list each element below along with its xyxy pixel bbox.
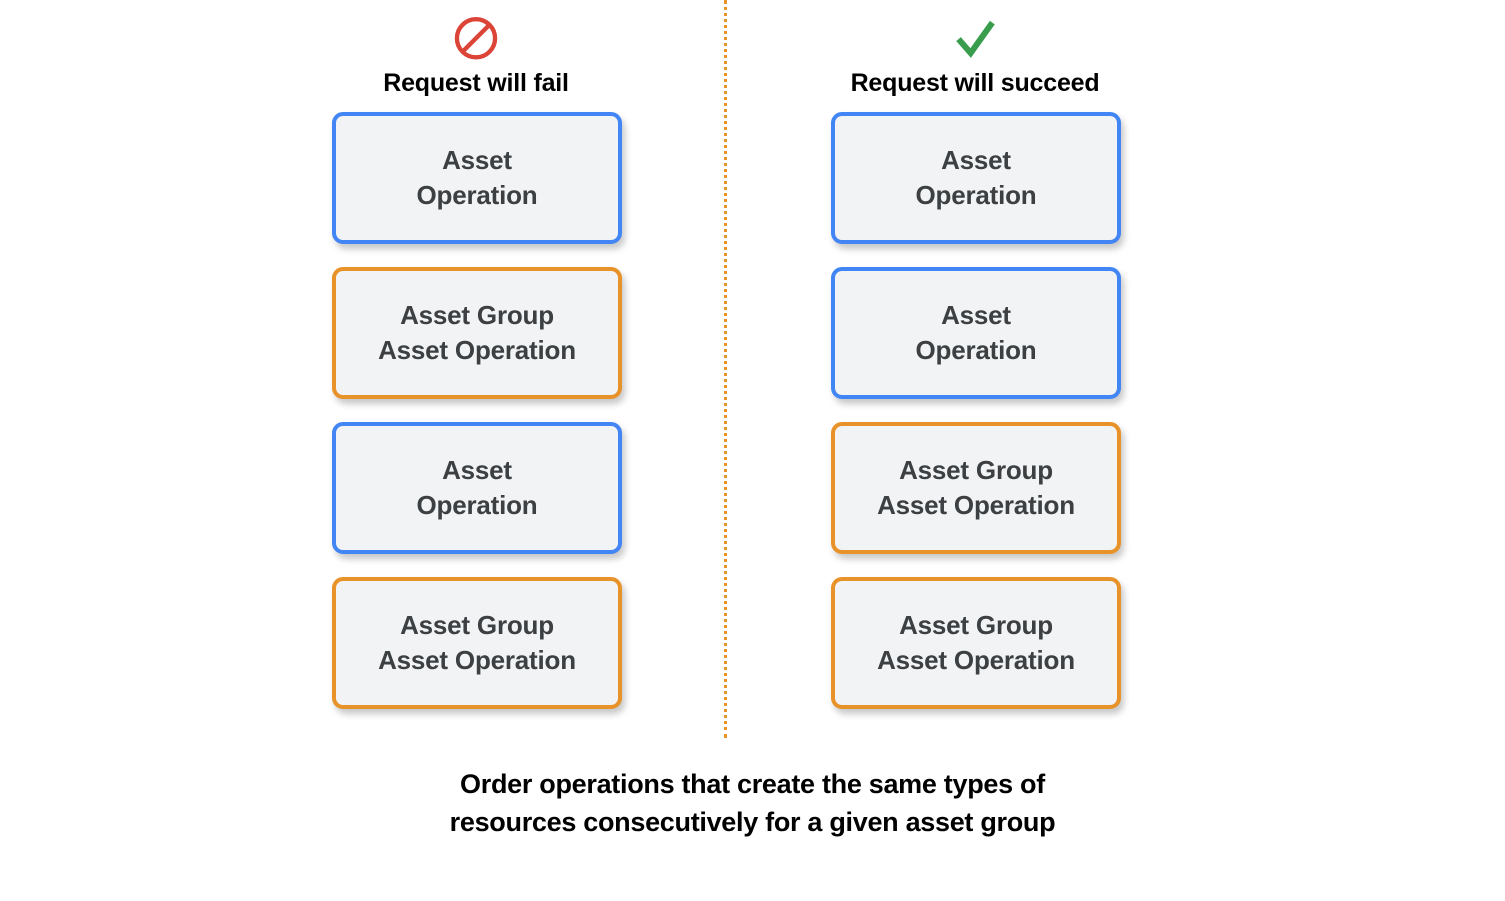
operation-box[interactable]: Asset Operation <box>831 267 1121 399</box>
operation-box[interactable]: Asset Group Asset Operation <box>831 577 1121 709</box>
column-title-fail: Request will fail <box>383 69 569 97</box>
diagram-caption: Order operations that create the same ty… <box>0 765 1505 842</box>
operation-stack-fail: Asset Operation Asset Group Asset Operat… <box>332 112 622 732</box>
column-header-fail: Request will fail <box>286 14 666 96</box>
operation-box[interactable]: Asset Operation <box>831 112 1121 244</box>
operation-box[interactable]: Asset Group Asset Operation <box>332 577 622 709</box>
operation-box-label: Asset Group Asset Operation <box>877 454 1075 520</box>
operation-box-label: Asset Group Asset Operation <box>877 609 1075 675</box>
column-title-succeed: Request will succeed <box>850 69 1100 97</box>
operation-box-label: Asset Operation <box>416 144 538 210</box>
column-divider <box>724 0 727 738</box>
column-header-succeed: Request will succeed <box>785 14 1165 96</box>
operation-box-label: Asset Operation <box>915 144 1037 210</box>
operation-box-label: Asset Group Asset Operation <box>378 609 576 675</box>
operation-box[interactable]: Asset Group Asset Operation <box>332 267 622 399</box>
check-icon <box>956 20 995 58</box>
operation-box-label: Asset Operation <box>416 454 538 520</box>
caption-line-2: resources consecutively for a given asse… <box>449 807 1056 838</box>
operation-box-label: Asset Group Asset Operation <box>378 299 576 365</box>
operation-box[interactable]: Asset Operation <box>332 112 622 244</box>
operation-box[interactable]: Asset Group Asset Operation <box>831 422 1121 554</box>
operation-box-label: Asset Operation <box>915 299 1037 365</box>
prohibition-icon <box>454 17 498 60</box>
operation-box[interactable]: Asset Operation <box>332 422 622 554</box>
operation-stack-succeed: Asset Operation Asset Operation Asset Gr… <box>831 112 1121 732</box>
caption-line-1: Order operations that create the same ty… <box>460 769 1045 799</box>
